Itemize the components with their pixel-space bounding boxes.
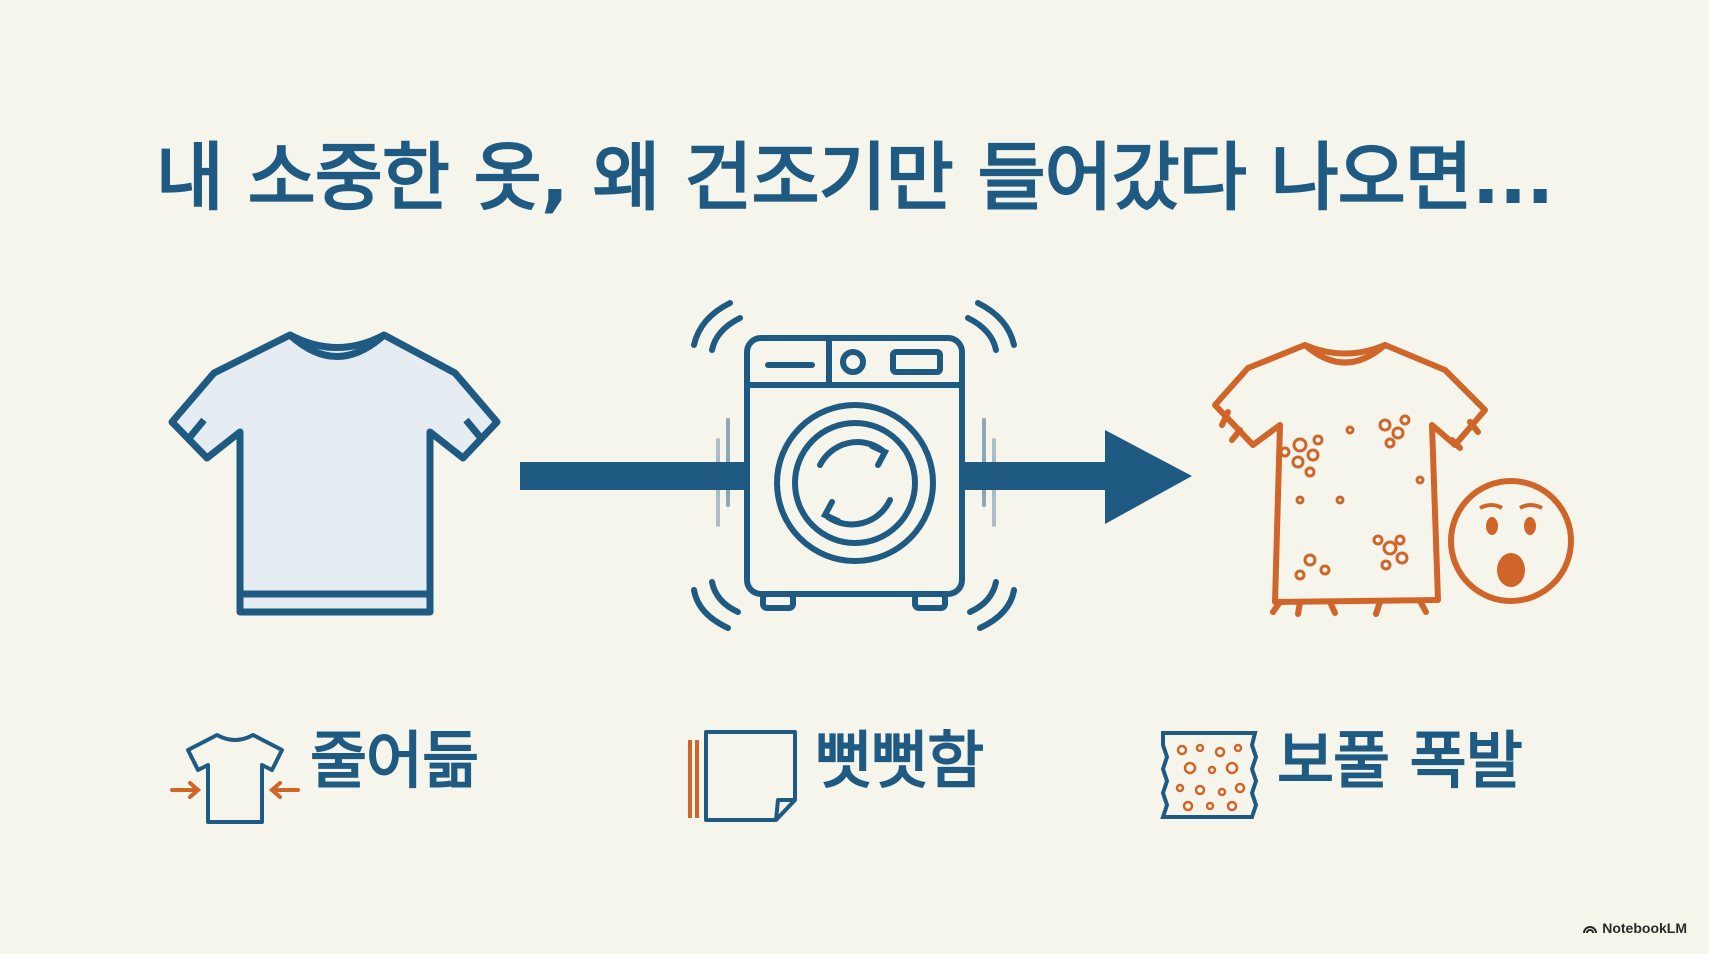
pilled-fabric-icon [1160,731,1259,819]
arrow-right-icon [520,430,1192,524]
label-pilling: 보풀 폭발 [1277,724,1523,797]
damaged-shirt-icon [1212,342,1488,617]
label-shrink: 줄어듦 [310,724,479,797]
shrink-shirt-icon [186,733,284,824]
pill-dots [1279,414,1425,581]
t-shirt-icon [168,331,501,616]
shocked-face-icon [1448,478,1574,604]
notebooklm-logo-icon [1583,926,1598,934]
label-stiff: 뻣뻣함 [815,724,984,797]
watermark: NotebookLM [1583,920,1687,936]
watermark-text: NotebookLM [1602,920,1687,936]
page-title: 내 소중한 옷, 왜 건조기만 들어갔다 나오면... [155,135,1554,221]
shrink-arrows-icon [170,781,300,799]
tumble-dryer-icon [691,300,1017,631]
stiff-fabric-icon [688,730,797,822]
